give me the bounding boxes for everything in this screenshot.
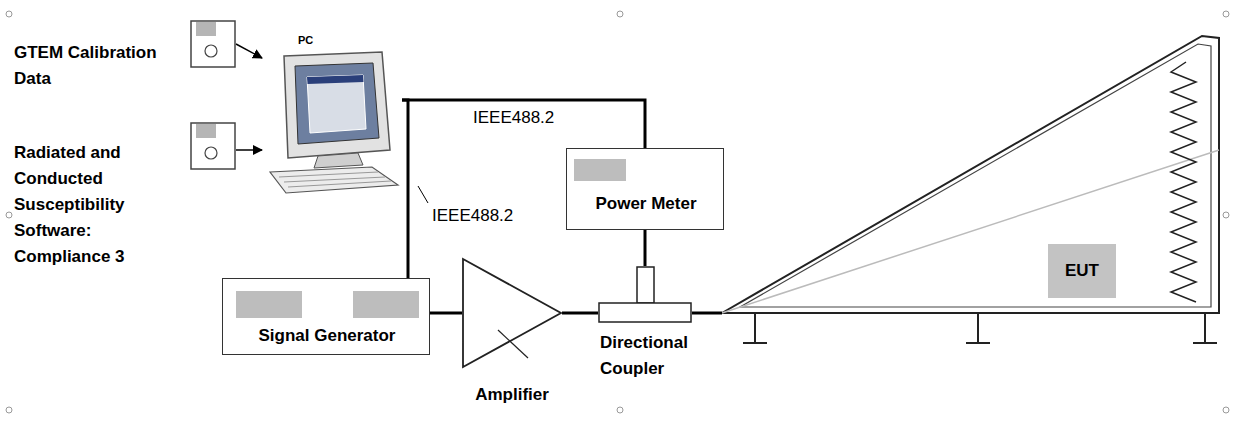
floppy-disk: GTEM Calibration Data — [190, 20, 236, 68]
coupled-port — [637, 267, 654, 303]
node-label: Directional Coupler — [600, 330, 712, 382]
display-panel — [574, 159, 626, 181]
pc-computer-outline — [262, 50, 402, 195]
cable-line — [402, 100, 408, 278]
monitor-body — [284, 52, 390, 158]
leader-line — [418, 186, 428, 203]
display-panel — [353, 291, 419, 318]
disk-hub — [205, 45, 217, 57]
window-titlebar — [307, 75, 364, 84]
monitor-screen — [295, 63, 379, 144]
pc-computer: PC — [262, 50, 402, 195]
signal-generator: Signal Generator — [222, 278, 430, 355]
screen-window — [307, 75, 366, 133]
selection-handle — [617, 407, 623, 413]
septum-line — [722, 150, 1219, 313]
cable-line — [644, 230, 647, 266]
amplifier-triangle: Amplifier — [462, 258, 562, 368]
cable-line — [430, 312, 462, 315]
absorber-zigzag — [1171, 62, 1196, 302]
selection-handle — [1223, 407, 1229, 413]
support-leg — [966, 313, 990, 343]
power-meter: Power Meter — [566, 148, 724, 230]
floppy-disk: Radiated and Conducted Susceptibility So… — [190, 122, 236, 170]
monitor-stand — [314, 153, 363, 168]
support-leg — [743, 313, 767, 343]
selection-handle — [1223, 212, 1229, 218]
amplifier-triangle-outline — [462, 258, 562, 368]
cable-line — [402, 100, 645, 148]
feed-cable — [692, 312, 722, 315]
disk-body — [191, 123, 235, 169]
bus-label: IEEE488.2 — [430, 206, 515, 226]
selection-handle — [6, 407, 12, 413]
variable-gain-mark — [498, 330, 528, 358]
arrow-connector — [236, 149, 262, 151]
node-label: Signal Generator — [223, 323, 431, 349]
disk-shutter — [196, 22, 216, 36]
support-leg — [1193, 313, 1217, 343]
display-panel — [236, 291, 302, 318]
selection-handle — [1223, 11, 1229, 17]
keyboard-keys — [279, 172, 391, 187]
node-label: Power Meter — [567, 191, 725, 217]
disk-hub — [205, 147, 217, 159]
keyboard — [270, 167, 398, 193]
arrow-connector — [236, 44, 262, 58]
coupler-body — [599, 303, 691, 322]
directional-coupler-outline — [598, 266, 692, 323]
bus-label: IEEE488.2 — [471, 108, 556, 128]
selection-handle — [6, 212, 12, 218]
node-label: Radiated and Conducted Susceptibility So… — [14, 140, 180, 270]
gtem-cell-outer — [722, 36, 1219, 313]
disk-shutter — [196, 124, 216, 138]
cable-line — [562, 312, 598, 315]
floppy-disk-outline — [190, 122, 236, 170]
node-label: EUT — [1048, 258, 1116, 284]
selection-handle — [6, 11, 12, 17]
disk-body — [191, 21, 235, 67]
directional-coupler: Directional Coupler — [598, 266, 692, 323]
node-label: Amplifier — [456, 382, 568, 408]
floppy-disk-outline — [190, 20, 236, 68]
selection-handle — [617, 11, 623, 17]
eut-box: EUT — [1048, 244, 1116, 298]
node-label: PC — [298, 33, 338, 47]
node-label: GTEM Calibration Data — [14, 40, 176, 92]
amplifier-symbol — [463, 259, 561, 367]
